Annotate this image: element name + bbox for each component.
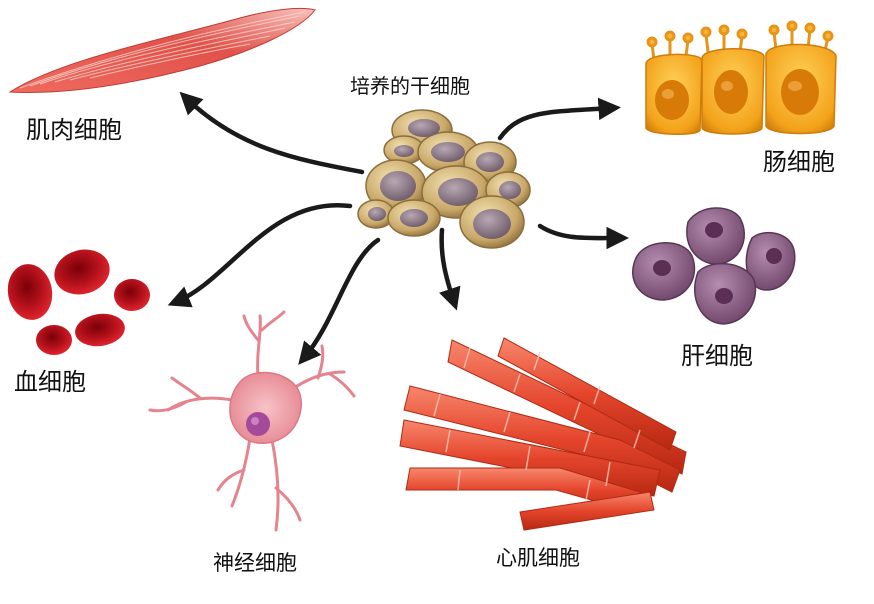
liver-cell-illustration <box>631 207 796 325</box>
arrow-to-nerve <box>298 237 381 365</box>
label-intestine-cell: 肠细胞 <box>763 148 835 176</box>
arrow-to-intestine <box>497 97 621 141</box>
differentiation-arrows <box>167 91 629 365</box>
label-liver-cell: 肝细胞 <box>681 342 753 370</box>
label-muscle-cell: 肌肉细胞 <box>26 116 122 144</box>
blood-cell-illustration <box>7 249 150 355</box>
heart-muscle-cell-illustration <box>399 337 687 531</box>
stem-cell-cluster-illustration <box>357 109 531 249</box>
arrow-to-heart <box>439 227 461 311</box>
label-blood-cell: 血细胞 <box>14 368 86 396</box>
intestine-cell-illustration <box>645 20 837 136</box>
label-stem-cells: 培养的干细胞 <box>350 74 470 98</box>
arrow-to-muscle <box>179 91 365 175</box>
label-heart-muscle-cell: 心肌细胞 <box>496 546 580 570</box>
label-nerve-cell: 神经细胞 <box>213 551 297 575</box>
arrow-to-liver <box>537 223 629 250</box>
arrow-to-blood <box>167 202 353 308</box>
nerve-cell-illustration <box>148 310 356 532</box>
muscle-cell-illustration <box>8 7 316 93</box>
